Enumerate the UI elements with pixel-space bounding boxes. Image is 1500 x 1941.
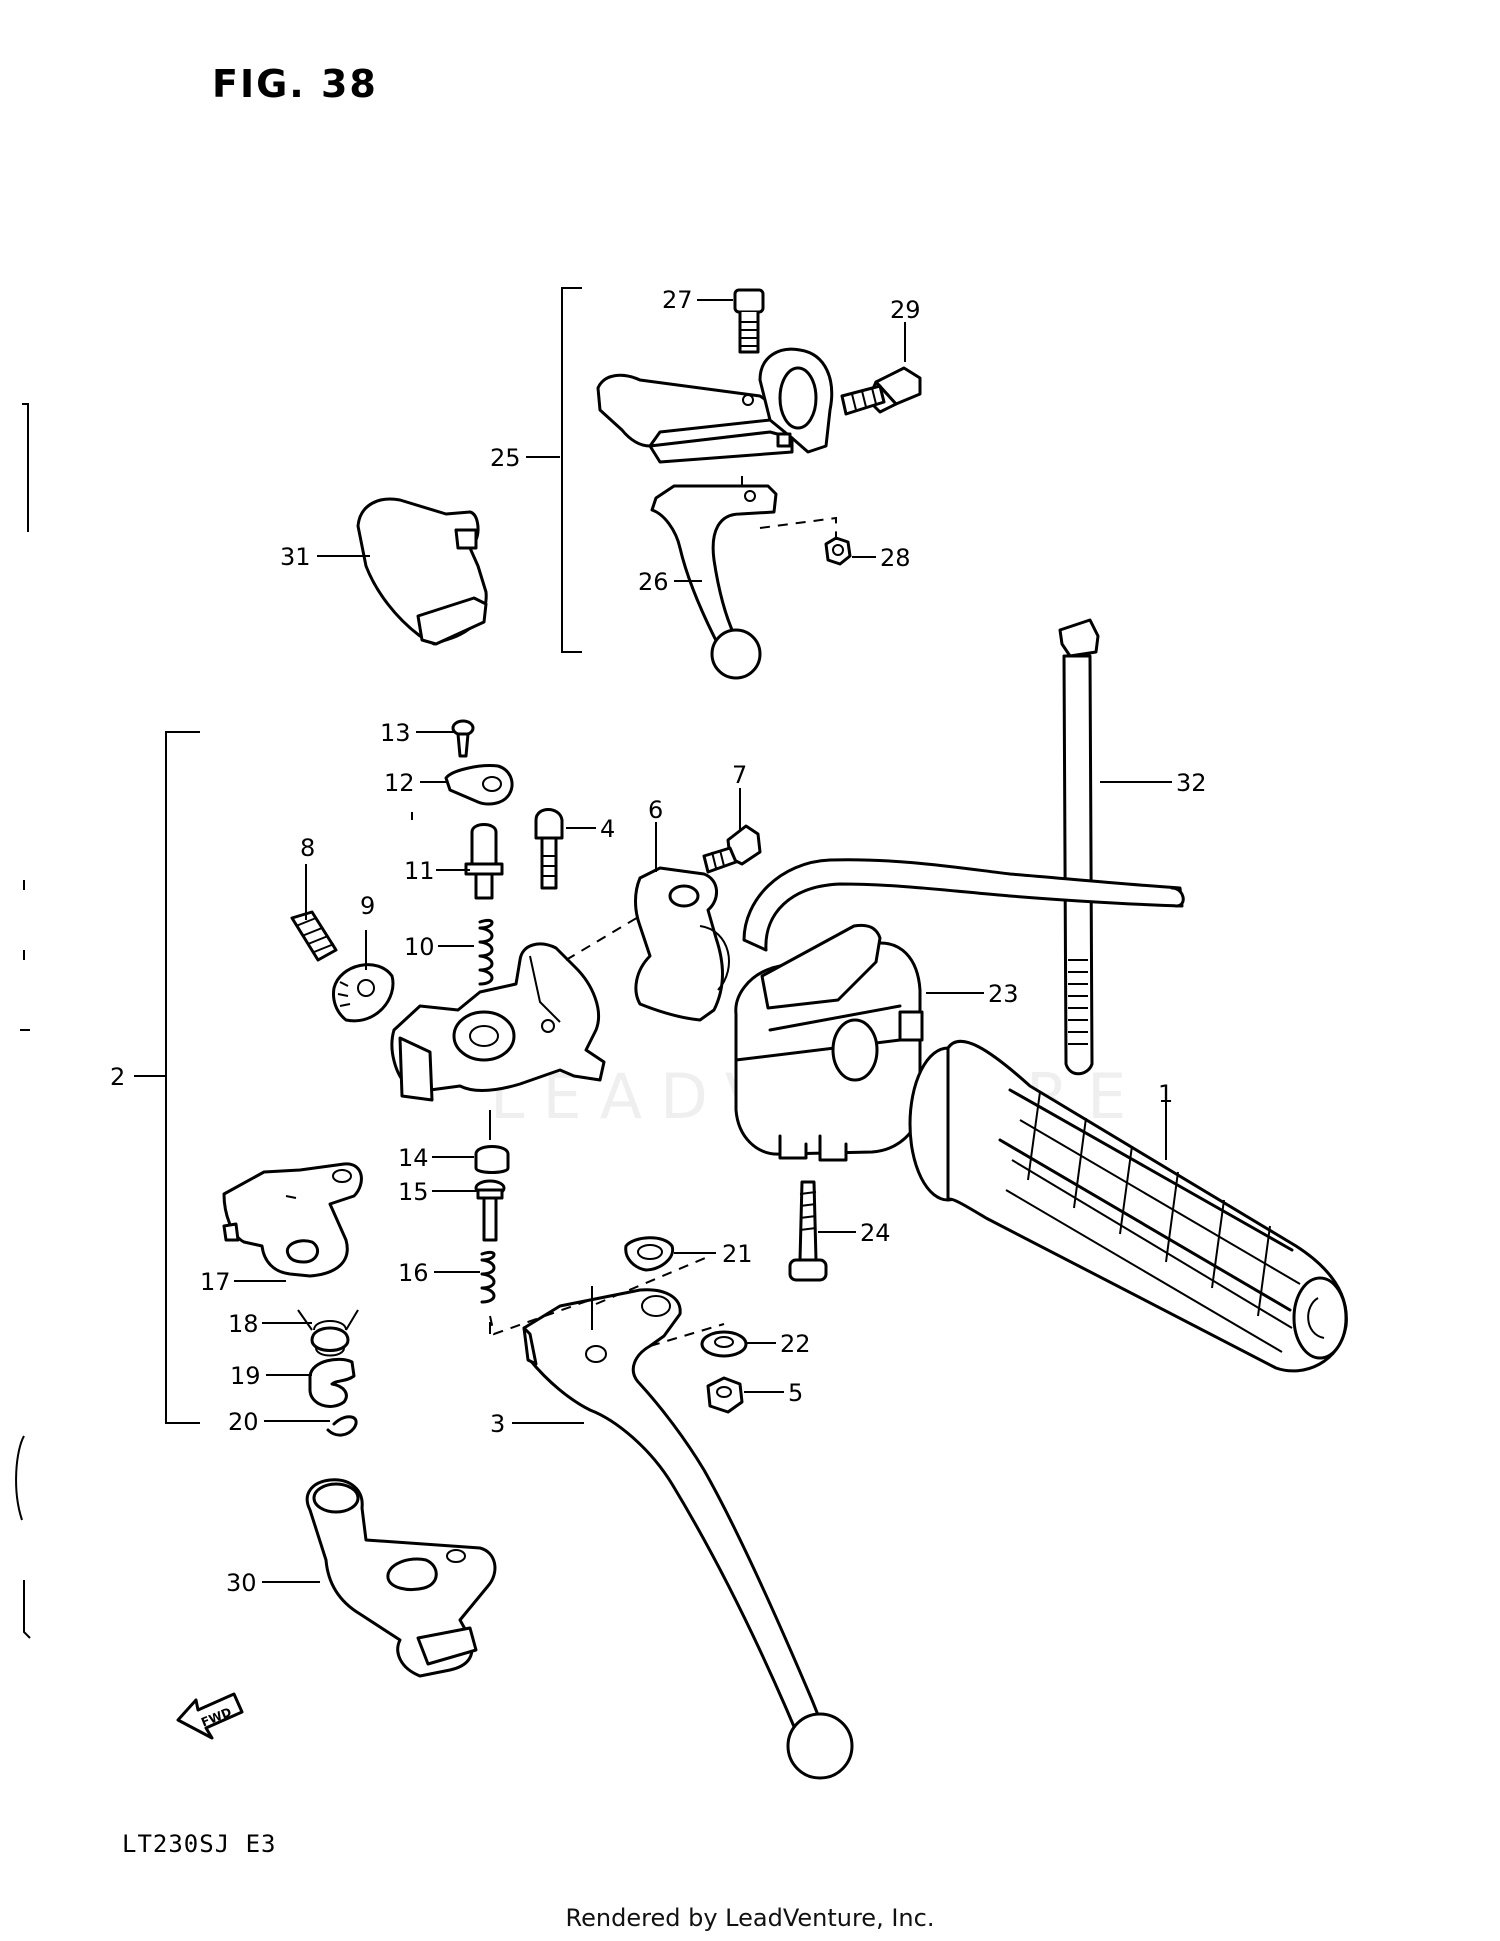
callout-30: 30 <box>226 1569 257 1597</box>
part-22-washer[interactable] <box>700 1330 748 1358</box>
callout-24: 24 <box>860 1219 891 1247</box>
callout-16: 16 <box>398 1259 429 1287</box>
callout-17: 17 <box>200 1268 231 1296</box>
callout-27: 27 <box>662 286 693 314</box>
callout-26: 26 <box>638 568 669 596</box>
part-8-adjuster[interactable] <box>290 910 338 962</box>
callout-19: 19 <box>230 1362 261 1390</box>
callout-21: 21 <box>722 1240 753 1268</box>
part-2-lever-holder[interactable] <box>390 942 606 1102</box>
part-1-grip[interactable] <box>908 1039 1348 1373</box>
leader-lines <box>134 299 1172 1583</box>
part-18-spring[interactable] <box>297 1309 359 1357</box>
part-19-cam[interactable] <box>308 1357 356 1408</box>
callout-29: 29 <box>890 296 921 324</box>
part-20-circlip[interactable] <box>326 1415 358 1437</box>
callout-20: 20 <box>228 1408 259 1436</box>
callout-25: 25 <box>490 444 521 472</box>
model-code: LT230SJ E3 <box>122 1830 277 1858</box>
callout-32: 32 <box>1176 769 1207 797</box>
cable <box>742 858 1185 952</box>
callout-1: 1 <box>1158 1080 1173 1108</box>
callout-7: 7 <box>732 761 747 789</box>
callout-14: 14 <box>398 1144 429 1172</box>
part-25-bracket[interactable] <box>596 347 834 464</box>
part-23-switch-housing[interactable] <box>734 923 924 1162</box>
callout-3: 3 <box>490 1410 505 1438</box>
figure-title: FIG. 38 <box>212 62 378 106</box>
bracket-2 <box>165 731 200 1424</box>
bracket-25 <box>561 287 582 653</box>
part-30-lever-cover[interactable] <box>305 1478 497 1678</box>
callout-18: 18 <box>228 1310 259 1338</box>
part-10-spring[interactable] <box>478 918 494 986</box>
part-4-pin[interactable] <box>534 808 564 890</box>
callout-31: 31 <box>280 543 311 571</box>
part-14-cap[interactable] <box>474 1145 510 1174</box>
part-7-bolt[interactable] <box>702 824 762 874</box>
callout-12: 12 <box>384 769 415 797</box>
part-27-bolt[interactable] <box>733 288 765 354</box>
part-6-clamp[interactable] <box>634 866 730 1022</box>
part-15-pin[interactable] <box>474 1179 506 1242</box>
callout-2: 2 <box>110 1063 125 1091</box>
part-16-spring[interactable] <box>480 1250 496 1304</box>
callout-5: 5 <box>788 1379 803 1407</box>
callout-8: 8 <box>300 834 315 862</box>
part-24-screw[interactable] <box>788 1180 828 1282</box>
callout-28: 28 <box>880 544 911 572</box>
scan-edge-marks <box>15 403 31 1639</box>
part-12-plate[interactable] <box>444 764 514 806</box>
part-26-lever[interactable] <box>650 484 778 680</box>
part-29-screw[interactable] <box>840 366 922 416</box>
callout-6: 6 <box>648 796 663 824</box>
callout-4: 4 <box>600 815 615 843</box>
callout-22: 22 <box>780 1330 811 1358</box>
part-28-nut[interactable] <box>824 536 852 566</box>
part-31-lever-cover[interactable] <box>356 497 488 646</box>
part-3-lever[interactable] <box>522 1288 854 1780</box>
callout-9: 9 <box>360 892 375 920</box>
callout-23: 23 <box>988 980 1019 1008</box>
part-13-screw[interactable] <box>451 719 475 758</box>
callout-15: 15 <box>398 1178 429 1206</box>
part-5-nut[interactable] <box>706 1376 744 1414</box>
part-9-lock-nut[interactable] <box>332 963 395 1023</box>
part-17-bracket[interactable] <box>222 1162 363 1278</box>
callout-labels: 27 29 25 28 26 31 32 13 12 4 6 7 8 9 11 … <box>110 286 1207 1597</box>
callout-13: 13 <box>380 719 411 747</box>
assembly-guides <box>411 476 837 1347</box>
credit-line: Rendered by LeadVenture, Inc. <box>565 1904 935 1932</box>
part-32-cable-tie[interactable] <box>1058 618 1100 1076</box>
callout-11: 11 <box>404 857 435 885</box>
part-11-pin[interactable] <box>464 823 504 900</box>
part-21-washer[interactable] <box>624 1236 675 1272</box>
callout-10: 10 <box>404 933 435 961</box>
fwd-arrow-icon: FWD <box>176 1692 244 1740</box>
